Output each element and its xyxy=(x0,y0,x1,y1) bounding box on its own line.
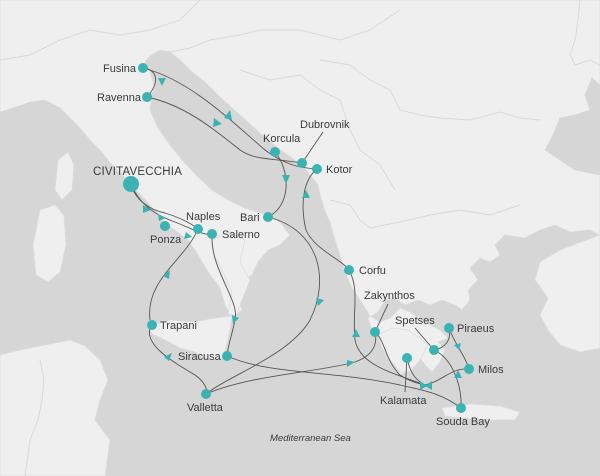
border-line xyxy=(239,69,396,191)
routes-layer xyxy=(130,67,470,409)
port-label-trapani: Trapani xyxy=(160,320,197,332)
port-label-valletta: Valletta xyxy=(187,402,224,414)
arrow-icon xyxy=(143,205,151,213)
route-kotor-corfu xyxy=(302,168,350,271)
port-marker-souda-bay[interactable] xyxy=(456,403,466,413)
route-bari-valletta xyxy=(205,216,321,395)
port-marker-civitavecchia[interactable] xyxy=(123,176,139,192)
port-label-dubrovnik: Dubrovnik xyxy=(300,119,350,131)
route-valletta-zakynthos xyxy=(205,331,377,395)
port-marker-corfu[interactable] xyxy=(344,265,354,275)
arrow-icon xyxy=(184,232,192,239)
border-line xyxy=(569,0,600,66)
arrow-icon xyxy=(454,370,462,378)
ports-layer xyxy=(123,63,474,413)
leader-dubrovnik xyxy=(301,131,324,164)
route-fusina-dubrovnik xyxy=(142,67,318,170)
arrow-icon xyxy=(224,110,232,120)
arrow-icon xyxy=(164,353,172,361)
port-marker-korcula[interactable] xyxy=(270,147,280,157)
port-label-bari: Bari xyxy=(240,212,260,224)
port-label-zakynthos: Zakynthos xyxy=(364,290,415,302)
port-label-civitavecchia: CIVITAVECCHIA xyxy=(93,166,182,178)
port-label-souda-bay: Souda Bay xyxy=(436,416,490,428)
port-label-corfu: Corfu xyxy=(359,265,386,277)
port-label-spetses: Spetses xyxy=(395,315,435,327)
route-civitavecchia-naples xyxy=(130,183,213,235)
port-label-kotor: Kotor xyxy=(326,164,353,176)
port-marker-ravenna[interactable] xyxy=(142,92,152,102)
route-corfu-south xyxy=(348,269,426,386)
port-marker-milos[interactable] xyxy=(464,364,474,374)
port-marker-dubrovnik[interactable] xyxy=(297,158,307,168)
port-label-ponza: Ponza xyxy=(150,234,182,246)
port-marker-siracusa[interactable] xyxy=(222,351,232,361)
arrow-icon xyxy=(420,381,427,390)
land-north-africa xyxy=(0,339,111,476)
leader-kalamata xyxy=(404,357,408,393)
route-siracusa-kalamata xyxy=(226,355,462,409)
land-sardinia-top xyxy=(32,204,67,283)
port-marker-salerno[interactable] xyxy=(207,229,217,239)
arrow-icon xyxy=(213,118,222,127)
arrow-icon xyxy=(347,360,355,367)
sea-black-sea xyxy=(545,78,600,175)
port-marker-valletta[interactable] xyxy=(201,389,211,399)
arrow-icon xyxy=(454,343,461,350)
sea-label-mediterranean: Mediterranean Sea xyxy=(270,433,351,444)
land-turkey xyxy=(534,234,600,353)
arrow-icon xyxy=(158,214,166,221)
port-label-kalamata: Kalamata xyxy=(380,395,427,407)
sea-tyrrhenian xyxy=(0,102,225,352)
arrow-icon xyxy=(425,381,432,390)
border-line xyxy=(319,59,541,121)
arrows-layer xyxy=(143,78,462,390)
port-marker-spetses[interactable] xyxy=(429,345,439,355)
arrow-icon xyxy=(232,315,239,324)
land-corsica-top xyxy=(54,151,75,201)
port-label-milos: Milos xyxy=(478,364,504,376)
route-naples-trapani xyxy=(149,228,199,321)
arrow-icon xyxy=(158,78,166,86)
border-line xyxy=(169,9,401,53)
labels-layer: CIVITAVECCHIA Fusina Ravenna Korcula Dub… xyxy=(93,63,504,428)
arrow-icon xyxy=(163,270,170,279)
leader-zakynthos xyxy=(374,303,389,333)
route-korcula-bari xyxy=(267,151,287,218)
route-ravenna-korcula xyxy=(146,96,303,164)
arrow-icon xyxy=(302,190,310,198)
land-peloponnese xyxy=(377,327,429,373)
border-line xyxy=(329,199,521,229)
port-marker-bari[interactable] xyxy=(263,212,273,222)
port-label-naples: Naples xyxy=(186,211,221,223)
arrow-icon xyxy=(352,329,360,337)
port-label-korcula: Korcula xyxy=(263,133,301,145)
land-calabria xyxy=(211,231,251,317)
route-civitavecchia-ponza xyxy=(130,183,199,230)
route-zakynthos-kalamata xyxy=(374,331,426,386)
port-marker-ponza[interactable] xyxy=(160,221,170,231)
port-marker-kotor[interactable] xyxy=(312,164,322,174)
border-line xyxy=(24,359,45,476)
port-marker-piraeus[interactable] xyxy=(444,323,454,333)
port-marker-zakynthos[interactable] xyxy=(370,327,380,337)
port-marker-trapani[interactable] xyxy=(147,320,157,330)
arrow-icon xyxy=(316,298,324,306)
port-marker-fusina[interactable] xyxy=(138,63,148,73)
arrow-icon xyxy=(282,175,290,184)
port-label-siracusa: Siracusa xyxy=(178,351,222,363)
port-label-ravenna: Ravenna xyxy=(97,92,142,104)
port-label-piraeus: Piraeus xyxy=(457,323,495,335)
port-marker-kalamata[interactable] xyxy=(402,353,412,363)
border-line xyxy=(0,0,201,61)
port-marker-naples[interactable] xyxy=(193,224,203,234)
port-label-salerno: Salerno xyxy=(222,229,260,241)
sea-adriatic xyxy=(150,55,336,262)
port-label-fusina: Fusina xyxy=(103,63,137,75)
